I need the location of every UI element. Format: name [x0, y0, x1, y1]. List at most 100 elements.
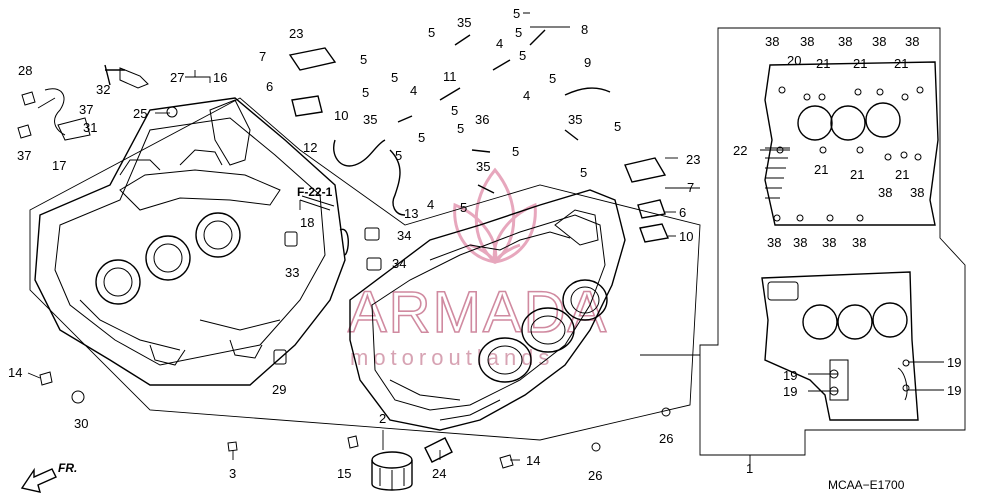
callout-3: 3: [229, 466, 236, 481]
callout-38: 38: [765, 34, 779, 49]
callout-26: 26: [588, 468, 602, 483]
watermark: ARMADA motoroutlands: [347, 167, 608, 370]
diagram-code: MCAA−E1700: [828, 478, 905, 492]
callout-38: 38: [838, 34, 852, 49]
callout-5: 5: [360, 52, 367, 67]
hoses-and-fittings: [17, 29, 671, 469]
callout-5: 5: [457, 121, 464, 136]
callout-1: 1: [746, 461, 753, 476]
front-direction-arrow: FR.: [20, 461, 77, 493]
callout-28: 28: [18, 63, 32, 78]
oil-filter: [371, 437, 453, 491]
callout-38: 38: [767, 235, 781, 250]
callout-7: 7: [687, 180, 694, 195]
callout-5: 5: [614, 119, 621, 134]
upper-case-top-view: [764, 61, 939, 226]
callout-16: 16: [213, 70, 227, 85]
leader-lines: [27, 12, 944, 461]
callout-19: 19: [947, 355, 961, 370]
callout-30: 30: [74, 416, 88, 431]
callout-17: 17: [52, 158, 66, 173]
callout-4: 4: [427, 197, 434, 212]
callout-5: 5: [362, 85, 369, 100]
callout-35: 35: [476, 159, 490, 174]
callout-19: 19: [783, 384, 797, 399]
callout-31: 31: [83, 120, 97, 135]
upper-crankcase: [34, 97, 346, 386]
callout-35: 35: [363, 112, 377, 127]
callout-24: 24: [432, 466, 446, 481]
callout-5: 5: [549, 71, 556, 86]
callout-22: 22: [733, 143, 747, 158]
callout-21: 21: [894, 56, 908, 71]
assembly-outlines: [29, 27, 966, 470]
callout-38: 38: [910, 185, 924, 200]
callout-5: 5: [451, 103, 458, 118]
front-label: FR.: [58, 461, 77, 475]
watermark-tagline: motoroutlands: [350, 345, 554, 370]
callout-38: 38: [905, 34, 919, 49]
callout-38: 38: [800, 34, 814, 49]
callout-38: 38: [822, 235, 836, 250]
watermark-emblem: [453, 167, 537, 264]
callout-5: 5: [460, 200, 467, 215]
callout-12: 12: [303, 140, 317, 155]
callout-14: 14: [526, 453, 540, 468]
callout-32: 32: [96, 82, 110, 97]
callout-37: 37: [17, 148, 31, 163]
callout-29: 29: [272, 382, 286, 397]
callout-4: 4: [523, 88, 530, 103]
callout-5: 5: [428, 25, 435, 40]
lower-crankcase: [349, 189, 626, 431]
callout-19: 19: [947, 383, 961, 398]
callout-4: 4: [496, 36, 503, 51]
callout-5: 5: [513, 6, 520, 21]
callout-26: 26: [659, 431, 673, 446]
section-reference-label: F-22-1: [297, 185, 333, 199]
callout-15: 15: [337, 466, 351, 481]
callout-36: 36: [475, 112, 489, 127]
callout-5: 5: [418, 130, 425, 145]
callout-18: 18: [300, 215, 314, 230]
callout-34: 34: [397, 228, 411, 243]
callout-38: 38: [872, 34, 886, 49]
callout-38: 38: [793, 235, 807, 250]
callout-20: 20: [787, 53, 801, 68]
callout-21: 21: [816, 56, 830, 71]
callout-13: 13: [404, 206, 418, 221]
watermark-brand: ARMADA: [348, 280, 608, 345]
callout-25: 25: [133, 106, 147, 121]
callout-19: 19: [783, 368, 797, 383]
callout-21: 21: [895, 167, 909, 182]
callout-6: 6: [679, 205, 686, 220]
callout-38: 38: [852, 235, 866, 250]
callout-35: 35: [568, 112, 582, 127]
callout-5: 5: [391, 70, 398, 85]
callout-21: 21: [814, 162, 828, 177]
callout-35: 35: [457, 15, 471, 30]
callout-14: 14: [8, 365, 22, 380]
callout-27: 27: [170, 70, 184, 85]
callout-5: 5: [512, 144, 519, 159]
callout-23: 23: [686, 152, 700, 167]
callout-11: 11: [443, 69, 457, 84]
callout-numbers: 1 2 3 4 4 4 4 5 5 5 5 5 5 5 5 5 5 5 5 5 …: [8, 6, 961, 483]
callout-34: 34: [392, 256, 406, 271]
callout-2: 2: [379, 411, 386, 426]
callout-37: 37: [79, 102, 93, 117]
callout-4: 4: [410, 83, 417, 98]
callout-5: 5: [395, 148, 402, 163]
callout-8: 8: [581, 22, 588, 37]
callout-10: 10: [334, 108, 348, 123]
callout-21: 21: [853, 56, 867, 71]
callout-23: 23: [289, 26, 303, 41]
callout-10: 10: [679, 229, 693, 244]
callout-5: 5: [519, 48, 526, 63]
callout-33: 33: [285, 265, 299, 280]
callout-5: 5: [580, 165, 587, 180]
callout-7: 7: [259, 49, 266, 64]
callout-21: 21: [850, 167, 864, 182]
callout-6: 6: [266, 79, 273, 94]
callout-5: 5: [515, 25, 522, 40]
